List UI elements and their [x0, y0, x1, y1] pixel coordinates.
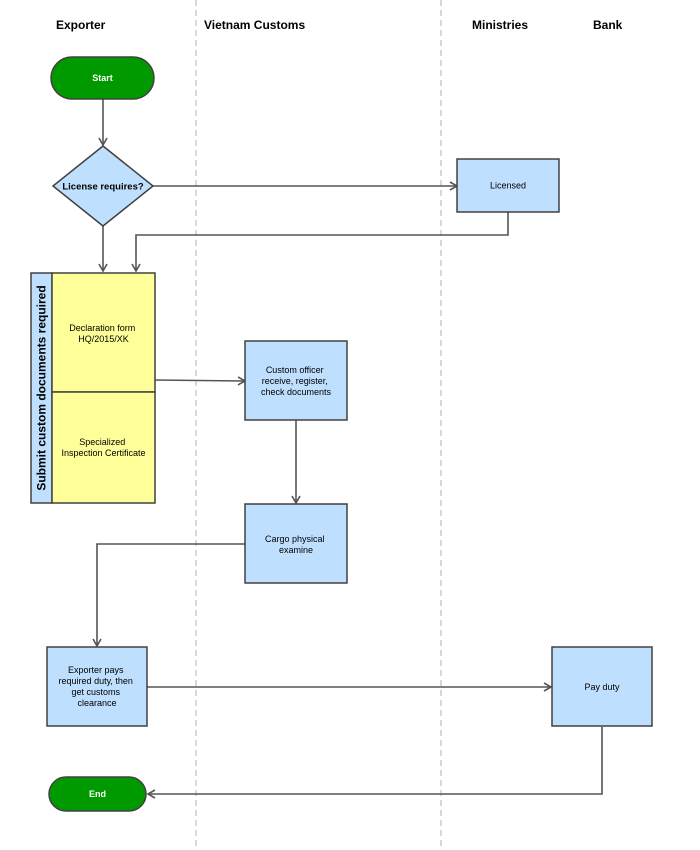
inspection-certificate-box [51, 391, 156, 504]
declaration-form-box [51, 272, 156, 393]
lane-title-exporter: Exporter [56, 18, 106, 32]
custom-officer-label: Custom officer receive, register, check … [261, 365, 332, 397]
licensed-label: Licensed [490, 181, 526, 191]
pay-duty-label: Pay duty [584, 682, 620, 692]
connector-examine-to-pays [92, 543, 245, 648]
lane-title-bank: Bank [593, 18, 623, 32]
end-label: End [89, 789, 106, 799]
license-decision-label: License requires? [62, 182, 144, 193]
custom-officer-node: Custom officer receive, register, check … [244, 340, 348, 421]
connector-documents-to-officer [153, 376, 247, 386]
cargo-examine-node: Cargo physical examine [244, 503, 348, 584]
declaration-form-label: Declaration form HQ/2015/XK [69, 323, 138, 344]
connector-licensed-to-documents [131, 212, 509, 273]
license-decision-node: License requires? [51, 145, 155, 227]
connector-payduty-to-end [146, 727, 603, 799]
end-node: End [48, 776, 147, 812]
lane-title-vietnam-customs: Vietnam Customs [204, 18, 305, 32]
start-label: Start [92, 73, 113, 83]
cargo-examine-label: Cargo physical examine [265, 534, 327, 555]
licensed-node: Licensed [456, 158, 560, 213]
submit-documents-group: Submit custom documents required Declara… [30, 272, 156, 504]
lane-title-ministries: Ministries [472, 18, 528, 32]
inspection-certificate-label: Specialized Inspection Certificate [61, 437, 145, 458]
start-node: Start [50, 56, 155, 100]
exporter-pays-node: Exporter pays required duty, then get cu… [46, 646, 148, 727]
pay-duty-node: Pay duty [551, 646, 653, 727]
submit-documents-label: Submit custom documents required [35, 285, 49, 490]
exporter-pays-label: Exporter pays required duty, then get cu… [59, 665, 136, 708]
